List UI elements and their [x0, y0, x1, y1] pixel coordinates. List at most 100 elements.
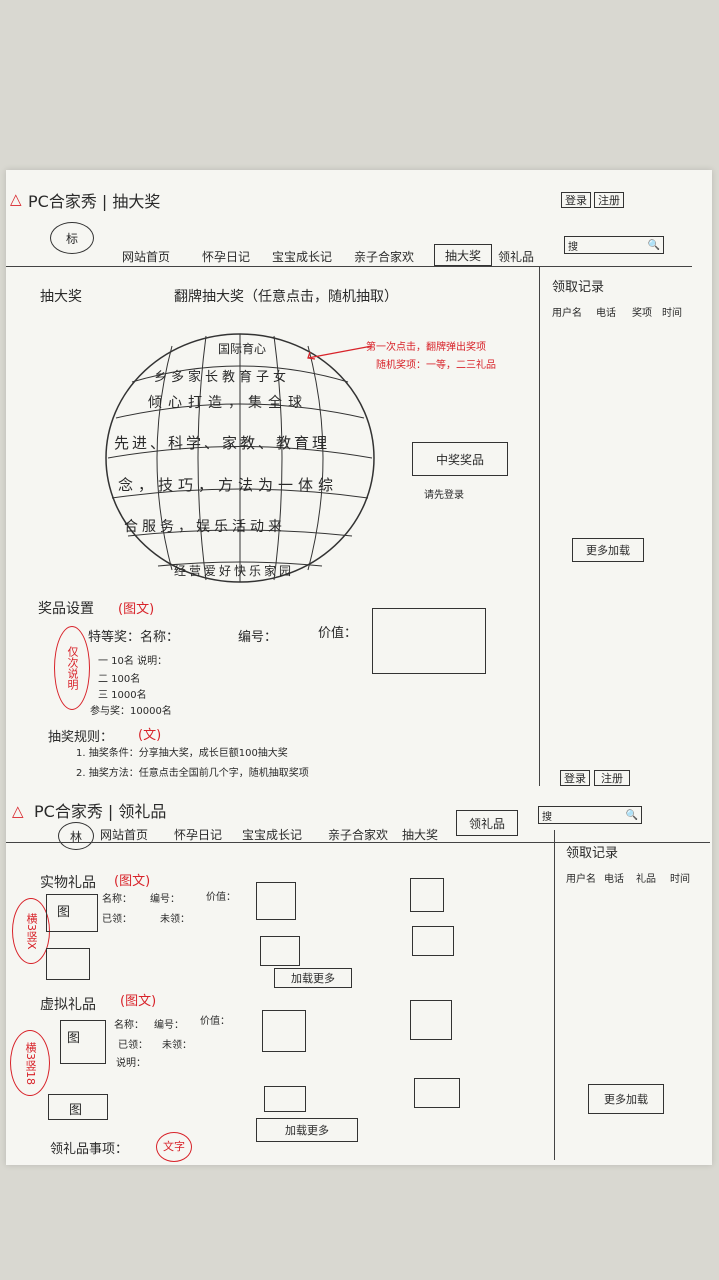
virtual-1-no: 编号：	[154, 1020, 184, 1031]
register-button[interactable]: 注册	[594, 192, 624, 208]
annotation-arrow-icon	[307, 345, 373, 360]
search-icon[interactable]: 🔍	[647, 239, 660, 251]
nav2-family-fun[interactable]: 亲子合家欢	[328, 828, 389, 842]
gift-image-5[interactable]	[260, 936, 300, 966]
prize-first-name: 特等奖：名称：	[88, 630, 180, 645]
gift-1-value: 价值：	[206, 892, 236, 903]
search-input-2[interactable]: 搜	[542, 811, 552, 823]
gift-1-claimed: 已领：	[102, 914, 132, 925]
rule-2: 2. 抽奖方法：任意点击全国前几个字，随机抽取奖项	[76, 768, 309, 779]
sketch-paper: △ PC合家秀 | 抽大奖 登录 注册 标 网站首页 怀孕日记 宝宝成长记 亲子…	[6, 170, 712, 1165]
gift-notes-title: 领礼品事项：	[50, 1142, 129, 1157]
logo-2[interactable]: 林	[58, 822, 94, 850]
nav2-lottery[interactable]: 抽大奖	[402, 828, 439, 842]
nav-pregnancy-diary[interactable]: 怀孕日记	[202, 250, 251, 264]
gift-image-1[interactable]: 图	[46, 894, 98, 932]
title-mark: △	[10, 190, 22, 208]
virtual-1-desc: 说明：	[116, 1058, 146, 1069]
bottom-login-button[interactable]: 登录	[560, 770, 590, 786]
globe-row-3[interactable]: 先进、科学、家教、教育理	[114, 434, 331, 452]
search-icon-2[interactable]: 🔍	[625, 809, 638, 821]
login-hint: 请先登录	[424, 490, 464, 501]
load-more-records-button-2[interactable]: 更多加载	[588, 1084, 664, 1114]
col2-phone: 电话	[604, 874, 624, 885]
prize-first-value: 价值：	[318, 626, 358, 641]
physical-gifts-title: 实物礼品	[40, 875, 96, 891]
rule-1: 1. 抽奖条件：分享抽大奖，成长巨额100抽大奖	[76, 748, 288, 759]
search-box[interactable]: 搜 🔍	[564, 236, 664, 254]
globe-top-label: 国际育心	[218, 342, 267, 356]
virtual-1-value: 价值：	[200, 1016, 230, 1027]
col-phone: 电话	[596, 308, 616, 319]
virtual-image-1[interactable]: 图	[60, 1020, 106, 1064]
grid-note-oval-2: 横3竖18	[10, 1030, 50, 1096]
nav-baby-growth[interactable]: 宝宝成长记	[272, 250, 333, 264]
claim-record-title-2: 领取记录	[566, 846, 619, 861]
gift-image-2[interactable]	[256, 882, 296, 920]
gift-1-unclaimed: 未领：	[160, 914, 190, 925]
nav2-pregnancy-diary[interactable]: 怀孕日记	[174, 828, 223, 842]
gift-image-4[interactable]	[46, 948, 90, 980]
virtual-image-5[interactable]	[264, 1086, 306, 1112]
notes-tag-oval: 文字	[156, 1132, 192, 1162]
prize-first-no: 编号：	[238, 630, 278, 645]
load-more-records-button[interactable]: 更多加载	[572, 538, 644, 562]
virtual-image-6[interactable]	[414, 1078, 460, 1108]
title-mark-2: △	[12, 802, 24, 820]
globe-row-6[interactable]: 经营爱好快乐家园	[174, 564, 295, 578]
nav-home[interactable]: 网站首页	[122, 250, 171, 264]
gift-1-name: 名称：	[102, 894, 132, 905]
globe-row-2[interactable]: 倾心打造，集全球	[148, 395, 308, 411]
nav2-baby-growth[interactable]: 宝宝成长记	[242, 828, 303, 842]
nav-lottery-active[interactable]: 抽大奖	[434, 244, 492, 266]
annotation-line-1: 第一次点击，翻牌弹出奖项	[366, 342, 486, 353]
gift-1-no: 编号：	[150, 894, 180, 905]
gift-image-6[interactable]	[412, 926, 454, 956]
bottom-register-button[interactable]: 注册	[594, 770, 630, 786]
search-box-2[interactable]: 搜 🔍	[538, 806, 642, 824]
search-input[interactable]: 搜	[568, 241, 578, 253]
nav-gifts[interactable]: 领礼品	[498, 250, 535, 264]
gift-image-1-label: 图	[57, 905, 71, 920]
nav2-home[interactable]: 网站首页	[100, 828, 149, 842]
header-divider	[6, 266, 692, 267]
login-button[interactable]: 登录	[561, 192, 591, 208]
annotation-line-2: 随机奖项：一等，二三礼品	[376, 360, 496, 371]
lottery-headline: 翻牌抽大奖（任意点击，随机抽取）	[174, 289, 398, 305]
claim-record-title: 领取记录	[552, 280, 605, 295]
prize-row-1: 一 10名 说明：	[98, 656, 168, 667]
header-divider-2	[6, 842, 710, 843]
col2-gift: 礼品	[636, 874, 656, 885]
virtual-1-name: 名称：	[114, 1020, 144, 1031]
grid-note-oval-1: 横3竖X	[12, 898, 50, 964]
load-more-physical-button[interactable]: 加载更多	[274, 968, 352, 988]
nav-family-fun[interactable]: 亲子合家欢	[354, 250, 415, 264]
globe-row-1[interactable]: 乡多家长教育子女	[154, 370, 291, 385]
globe-row-4[interactable]: 念，技巧，方法为一体综	[118, 476, 339, 494]
virtual-image-3[interactable]	[410, 1000, 452, 1040]
gift-image-3[interactable]	[410, 878, 444, 912]
note-oval: 仅次说明	[54, 626, 90, 710]
nav2-gifts-active[interactable]: 领礼品	[456, 810, 518, 836]
letter-globe[interactable]	[102, 330, 378, 586]
col2-time: 时间	[670, 874, 690, 885]
section-title-lottery: 抽大奖	[40, 289, 82, 305]
virtual-1-claimed: 已领：	[118, 1040, 148, 1051]
sidebar-divider	[539, 266, 540, 786]
rules-tag: (文)	[138, 728, 162, 743]
win-prize-button[interactable]: 中奖奖品	[412, 442, 508, 476]
prize-row-2: 二 100名	[98, 674, 141, 685]
prize-settings-title: 奖品设置	[38, 601, 94, 617]
virtual-image-2[interactable]	[262, 1010, 306, 1052]
page-title-2: PC合家秀 | 领礼品	[34, 802, 167, 821]
prize-row-4: 参与奖：10000名	[90, 706, 172, 717]
logo[interactable]: 标	[50, 222, 94, 254]
virtual-gifts-tag: (图文)	[120, 994, 157, 1009]
col-time: 时间	[662, 308, 682, 319]
physical-gifts-tag: (图文)	[114, 874, 151, 889]
load-more-virtual-button[interactable]: 加载更多	[256, 1118, 358, 1142]
globe-row-5[interactable]: 合服务，娱乐活动来	[124, 519, 286, 535]
virtual-image-4[interactable]: 图	[48, 1094, 108, 1120]
col-username: 用户名	[552, 308, 582, 319]
prize-settings-tag: (图文)	[118, 602, 155, 617]
